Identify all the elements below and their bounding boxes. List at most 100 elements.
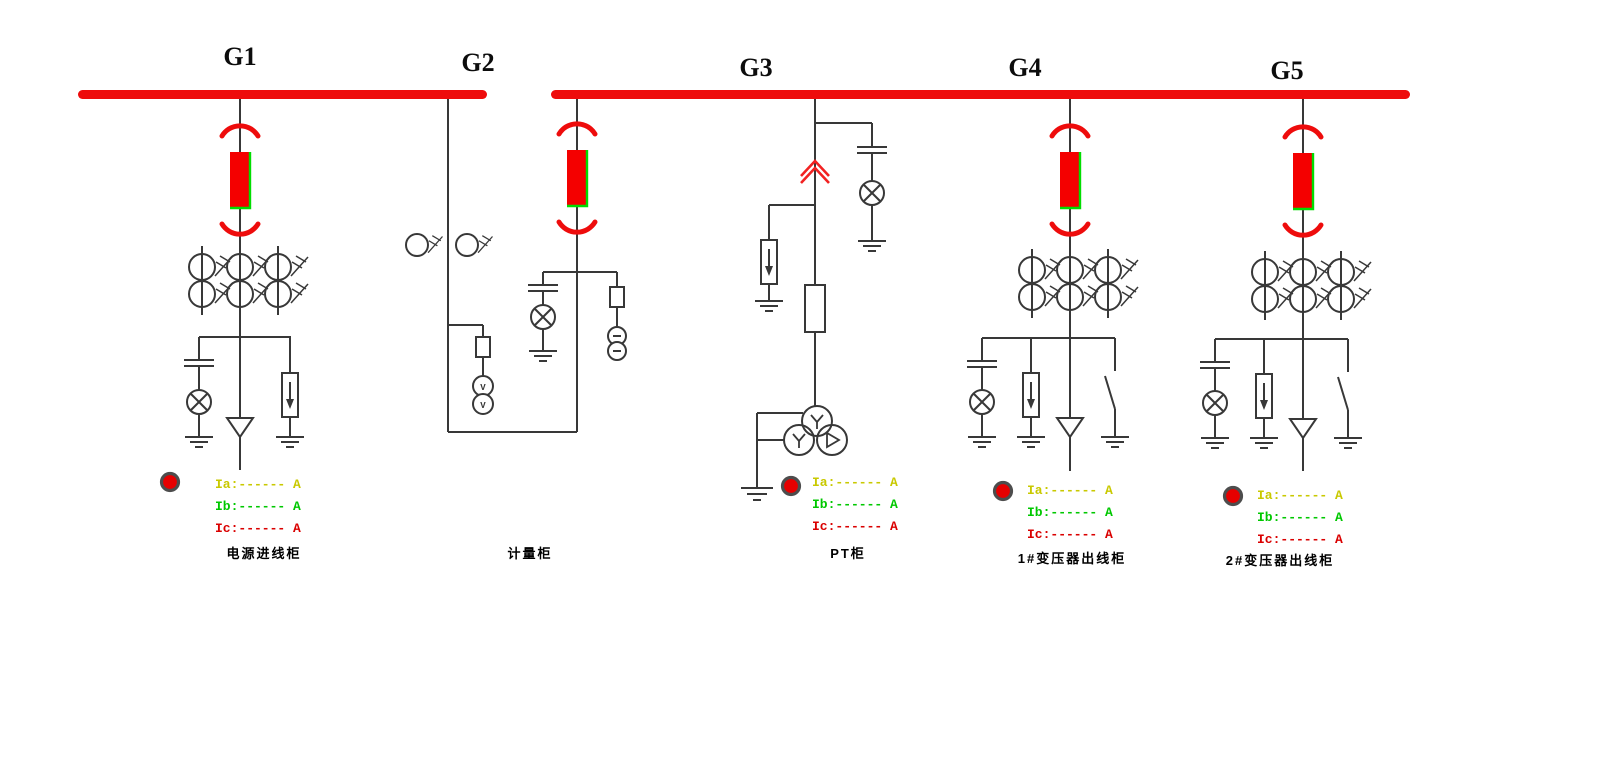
capacitor-icon: [966, 360, 998, 368]
capacitor-icon: [1199, 361, 1231, 369]
g5-lamp-branch: [1199, 339, 1231, 449]
cabinet-label-g5: 2#变压器出线柜: [1225, 553, 1335, 568]
ct-icon: [265, 246, 308, 315]
outgoing-arrow-icon: [1289, 418, 1317, 439]
cabinet-label-g2: 计量柜: [507, 546, 553, 561]
outgoing-arrow-icon: [1056, 417, 1084, 438]
current-transformers-g5: [1252, 251, 1371, 320]
chevron-icon[interactable]: [800, 159, 830, 177]
g1-arrester-branch: [275, 337, 305, 448]
lamp-icon: [530, 304, 556, 330]
ground-icon: [857, 240, 887, 252]
ct-icon: [1290, 251, 1333, 320]
g1-phase-c-current: Ic:------ A: [215, 521, 301, 536]
g1-current-readings: Ia:------ A Ib:------ A Ic:------ A: [215, 474, 301, 540]
feeder-label-g4: G4: [1008, 53, 1042, 82]
wye-glyph: [810, 414, 824, 429]
voltmeter-letter: V: [480, 401, 486, 411]
g3-phase-a-current: Ia:------ A: [812, 475, 898, 490]
current-transformers-g1: [189, 246, 308, 315]
voltmeter-letter: V: [480, 383, 486, 393]
fuse-icon: [609, 286, 625, 308]
arrester-icon: [1022, 372, 1040, 418]
g4-arrester-branch: [1016, 338, 1046, 448]
earthing-switch-g4[interactable]: [1100, 338, 1130, 448]
g4-phase-b-current: Ib:------ A: [1027, 505, 1113, 520]
busbar-section-2: [551, 90, 1410, 99]
ground-icon: [967, 436, 997, 448]
cabinet-label-g3: PT柜: [830, 546, 866, 561]
ct-icon: [1252, 251, 1295, 320]
g3-lamp-branch: [815, 122, 888, 252]
g5-phase-b-current: Ib:------ A: [1257, 510, 1343, 525]
cabinet-label-g1: 电源进线柜: [226, 546, 302, 561]
lamp-icon: [859, 180, 885, 206]
ground-icon: [1200, 437, 1230, 449]
feeder-label-g3: G3: [739, 53, 773, 82]
wye-glyph: [792, 433, 806, 448]
capacitor-icon: [527, 284, 559, 292]
ct-icon: [189, 246, 232, 315]
ground-icon: [1016, 436, 1046, 448]
g4-current-readings: Ia:------ A Ib:------ A Ic:------ A: [1027, 480, 1113, 546]
arrester-icon: [760, 239, 778, 285]
g3-arrester-branch: [754, 204, 815, 312]
ct-icon: [1328, 251, 1371, 320]
fuse-icon: [475, 336, 491, 358]
feeder-g2: V V: [406, 99, 627, 433]
ground-icon: [754, 300, 784, 312]
g2-pt-branch: [607, 272, 627, 361]
lamp-icon: [186, 389, 212, 415]
ground-icon: [1249, 437, 1279, 449]
ground-icon: [528, 350, 558, 362]
status-indicator-g4: [992, 480, 1014, 502]
g1-phase-b-current: Ib:------ A: [215, 499, 301, 514]
ct-icon: [1057, 249, 1100, 318]
g2-voltmeter-branch: V V: [448, 324, 494, 415]
voltmeter-icon: [472, 393, 494, 415]
ct-icon: [227, 246, 270, 315]
g4-phase-c-current: Ic:------ A: [1027, 527, 1113, 542]
isolating-contact-g3[interactable]: [800, 159, 830, 184]
voltage-transformer-g3: [740, 405, 848, 501]
status-indicator-g3: [780, 475, 802, 497]
feeder-g5: [1199, 99, 1371, 507]
switch-blade[interactable]: [1104, 375, 1116, 410]
fuse-icon: [804, 284, 826, 333]
g1-lamp-branch: [183, 337, 215, 448]
ground-icon: [184, 436, 214, 448]
switch-blade[interactable]: [1337, 376, 1349, 411]
g5-current-readings: Ia:------ A Ib:------ A Ic:------ A: [1257, 485, 1343, 551]
chevron-icon[interactable]: [800, 166, 830, 184]
feeder-g3: [740, 99, 888, 501]
arrester-icon: [281, 372, 299, 418]
g5-phase-a-current: Ia:------ A: [1257, 488, 1343, 503]
status-indicator-g5: [1222, 485, 1244, 507]
g3-phase-c-current: Ic:------ A: [812, 519, 898, 534]
g3-phase-b-current: Ib:------ A: [812, 497, 898, 512]
g2-lamp-branch: [527, 272, 559, 362]
lamp-icon: [1202, 390, 1228, 416]
feeder-g4: [966, 99, 1138, 502]
feeder-label-g5: G5: [1270, 56, 1304, 85]
g5-phase-c-current: Ic:------ A: [1257, 532, 1343, 547]
cabinet-label-g4: 1#变压器出线柜: [1017, 551, 1127, 566]
ct-icon: [406, 234, 443, 256]
g4-phase-a-current: Ia:------ A: [1027, 483, 1113, 498]
ct-icon: [1019, 249, 1062, 318]
ground-icon: [740, 487, 774, 501]
capacitor-icon: [183, 359, 215, 367]
feeder-label-g2: G2: [461, 48, 495, 77]
feeder-g1: [159, 99, 309, 493]
feeder-label-g1: G1: [223, 42, 257, 71]
ground-icon: [1100, 436, 1130, 448]
status-indicator-g1: [159, 471, 181, 493]
capacitor-icon: [856, 146, 888, 154]
outgoing-arrow-icon: [226, 417, 254, 438]
ground-icon: [1333, 437, 1363, 449]
busbar-section-1: [78, 90, 487, 99]
pt-winding-icon: [816, 424, 848, 456]
earthing-switch-g5[interactable]: [1333, 339, 1363, 449]
